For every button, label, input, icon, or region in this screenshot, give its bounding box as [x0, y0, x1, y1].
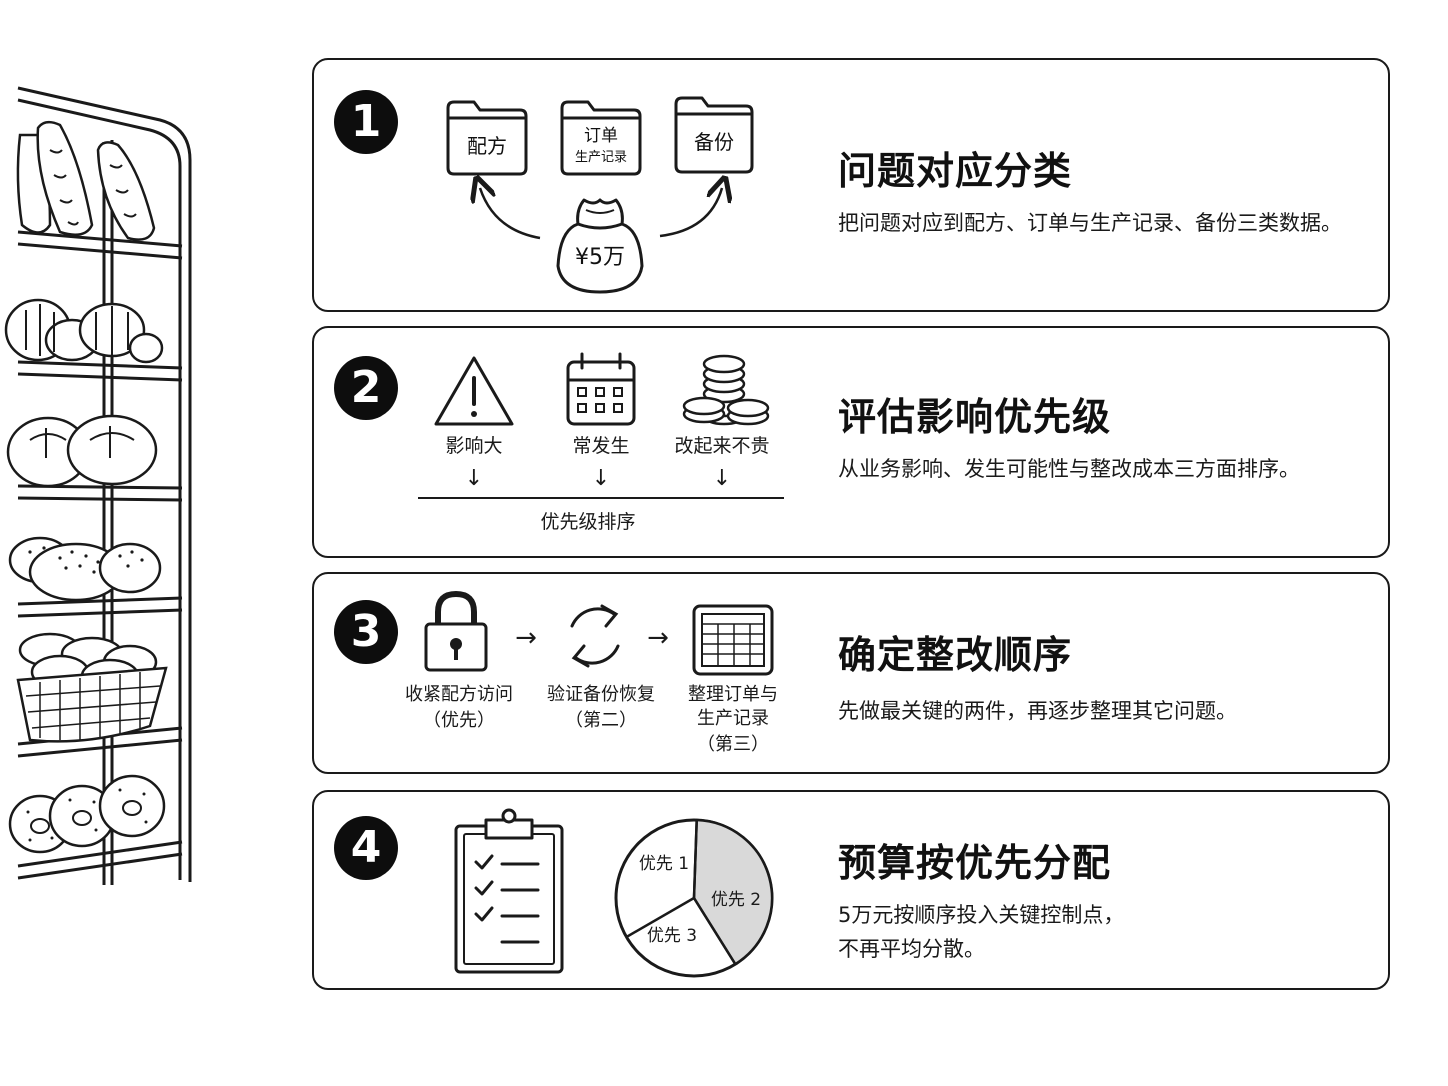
arrow-right-2: → — [647, 623, 669, 653]
step-1-illustration — [446, 96, 754, 294]
step-4-description-line-1: 5万元按顺序投入关键控制点， — [838, 903, 1125, 927]
checkmark-icon — [474, 854, 494, 922]
order-item-2-line2: （第二） — [565, 710, 637, 731]
factor-frequent: 常发生 — [572, 435, 630, 457]
step-4-card: 4 优先 1 优先 2 优先 3 预算按优先分配 — [312, 790, 1390, 990]
priority-sort-label: 优先级排序 — [540, 511, 636, 533]
step-4-title: 预算按优先分配 — [838, 841, 1112, 885]
down-arrow-1: ↓ — [464, 466, 484, 491]
step-4-number: 4 — [334, 816, 398, 880]
arrow-right-1: → — [515, 623, 537, 653]
money-bag-icon — [556, 198, 644, 294]
step-2-number: 2 — [334, 356, 398, 420]
folder-icon — [446, 96, 754, 176]
step-2-title: 评估影响优先级 — [838, 395, 1112, 439]
step-3-number: 3 — [334, 600, 398, 664]
coins-icon — [682, 354, 770, 426]
step-3-title: 确定整改顺序 — [838, 633, 1073, 677]
folder-label-backup: 备份 — [694, 130, 734, 154]
calendar-icon — [566, 352, 636, 426]
spreadsheet-icon — [692, 604, 774, 676]
step-1-number: 1 — [334, 90, 398, 154]
step-2-card: 2 影 — [312, 326, 1390, 558]
step-3-illustration — [424, 590, 774, 676]
pie-label-priority-1: 优先 1 — [638, 854, 690, 874]
down-arrow-2: ↓ — [591, 466, 611, 491]
step-2-illustration — [418, 352, 784, 499]
folder-label-recipe: 配方 — [467, 134, 507, 158]
order-item-3-line1: 整理订单与 — [688, 684, 778, 705]
step-3-card: 3 → → 收紧配方访问 （优先） 验证备份恢复 （第二） 整理订单与 — [312, 572, 1390, 774]
pie-divider — [692, 820, 698, 899]
folder-label-orders: 订单 — [584, 126, 618, 146]
step-1-description: 把问题对应到配方、订单与生产记录、备份三类数据。 — [838, 211, 1342, 235]
order-item-3-line2: 生产记录 — [697, 708, 769, 729]
money-bag-label: ¥5万 — [575, 245, 625, 270]
step-2-description: 从业务影响、发生可能性与整改成本三方面排序。 — [838, 457, 1300, 481]
step-1-title: 问题对应分类 — [838, 149, 1073, 193]
refresh-icon — [570, 604, 620, 668]
step-3-description: 先做最关键的两件，再逐步整理其它问题。 — [838, 699, 1237, 723]
pie-label-priority-3: 优先 3 — [646, 926, 698, 946]
step-4-illustration — [454, 808, 774, 978]
order-item-3-line3: （第三） — [697, 734, 769, 755]
down-arrow-3: ↓ — [712, 466, 732, 491]
pie-divider — [625, 896, 695, 939]
step-4-description-line-2: 不再平均分散。 — [838, 937, 985, 961]
bakery-shelf-illustration — [4, 86, 192, 885]
factor-high-impact: 影响大 — [445, 435, 503, 457]
factor-low-cost: 改起来不贵 — [674, 435, 770, 457]
order-item-1-line2: （优先） — [423, 710, 495, 731]
pie-label-priority-2: 优先 2 — [710, 890, 762, 910]
budget-pie-chart — [614, 818, 774, 978]
order-item-2-line1: 验证备份恢复 — [547, 684, 655, 705]
folder-label-production-records: 生产记录 — [574, 150, 627, 165]
pie-divider — [692, 897, 737, 965]
step-1-card: 1 配方 订单 生产记录 备份 ¥5万 问题对应分类 把问题对应到配方、订单与生… — [312, 58, 1390, 312]
order-item-1-line1: 收紧配方访问 — [405, 684, 513, 705]
